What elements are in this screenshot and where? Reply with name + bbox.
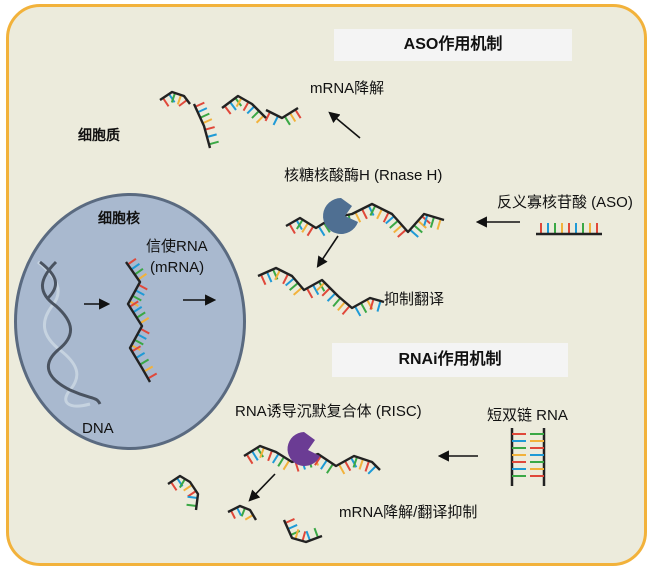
mrna-label-line1: 信使RNA (146, 238, 208, 255)
rnase-h-label: 核糖核酸酶H (Rnase H) (284, 167, 443, 184)
aso-banner: ASO作用机制 (334, 29, 572, 61)
aso-agent-label: 反义寡核苷酸 (ASO) (497, 194, 633, 211)
rnase-h-mrna (285, 202, 445, 238)
aso-strand (536, 223, 602, 236)
risc-complex (287, 432, 320, 466)
rnai-fragment-3 (282, 518, 323, 544)
rnase-h-enzyme (323, 198, 358, 234)
risc-label: RNA诱导沉默复合体 (RISC) (235, 403, 422, 420)
mrna-label-line2: (mRNA) (150, 259, 205, 276)
degraded-fragment-3 (221, 94, 267, 124)
dna-helix (37, 260, 102, 408)
rnai-outcome-label: mRNA降解/翻译抑制 (339, 504, 478, 521)
aso-degradation-label: mRNA降解 (310, 80, 385, 97)
rnai-fragment-2 (227, 504, 258, 521)
blocked-mrna (257, 266, 385, 317)
sirna-label: 短双链 RNA (487, 407, 568, 424)
nucleus-label: 细胞核 (98, 210, 140, 226)
arrow-risc-outcome (248, 473, 276, 502)
translation-inhibition-label: 抑制翻译 (384, 291, 445, 308)
rnai-fragment-1 (167, 474, 200, 511)
arrow-to-degradation (328, 111, 361, 139)
nucleus (14, 193, 246, 450)
degraded-fragment-2 (192, 101, 219, 149)
cytoplasm-label: 细胞质 (78, 127, 120, 143)
nuclear-mrna (125, 257, 158, 383)
sirna-duplex (510, 428, 546, 486)
arrow-to-translation-block (316, 235, 339, 268)
degraded-fragment-4 (264, 106, 302, 126)
dna-label: DNA (82, 420, 114, 437)
rnai-banner: RNAi作用机制 (332, 343, 568, 377)
degraded-fragment-1 (159, 90, 191, 107)
